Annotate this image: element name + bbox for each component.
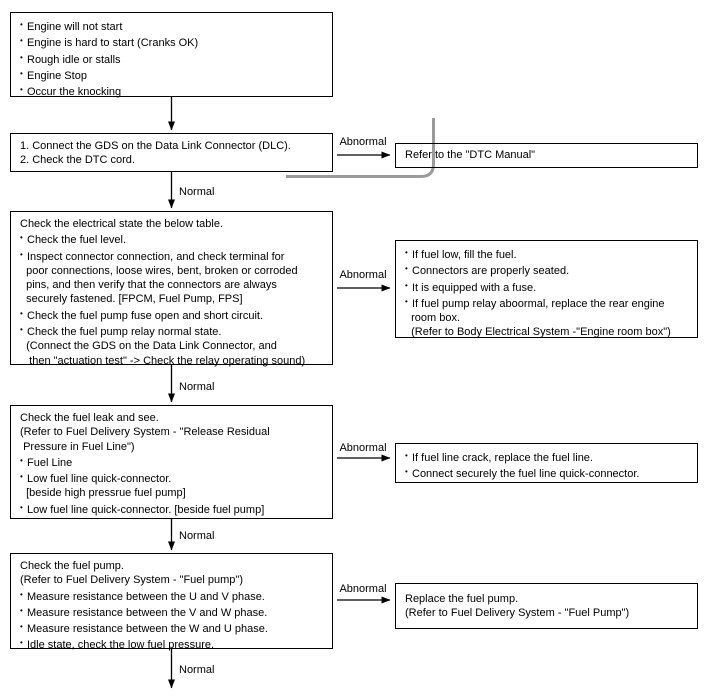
text-line: •If fuel low, fill the fuel.	[405, 248, 517, 261]
normal-label-2: Normal	[179, 381, 215, 393]
replace-fuel-pump-box: Replace the fuel pump. (Refer to Fuel Del…	[395, 583, 698, 629]
text-line: room box.	[405, 312, 461, 325]
abnormal-label-3: Abnormal	[339, 442, 387, 454]
text-line: Check the fuel pump.	[20, 560, 124, 572]
text-line: •Engine is hard to start (Cranks OK)	[20, 36, 199, 50]
bullet-glyph: •	[405, 264, 408, 274]
bullet-glyph: •	[20, 52, 23, 62]
bullet-glyph: •	[20, 36, 23, 46]
text-line: •Occur the knocking	[20, 85, 122, 99]
text-line: Check the electrical state the below tab…	[20, 218, 224, 230]
bullet-glyph: •	[20, 308, 23, 318]
text-line: then "actuation test" -> Check the relay…	[20, 354, 306, 367]
text-line: •Inspect connector connection, and check…	[20, 249, 285, 263]
bullet-glyph: •	[20, 638, 23, 648]
text-line: •Check the fuel pump relay normal state.	[20, 325, 222, 339]
text-line: 1. Connect the GDS on the Data Link Conn…	[20, 140, 291, 152]
text-line: (Refer to Fuel Delivery System - "Fuel p…	[20, 574, 243, 587]
check-fuel-pump-box: Check the fuel pump. (Refer to Fuel Deliv…	[10, 553, 333, 652]
bullet-glyph: •	[20, 622, 23, 632]
check-dtc-box: 1. Connect the GDS on the Data Link Conn…	[10, 133, 333, 172]
bullet-glyph: •	[20, 249, 23, 259]
text-line: securely fastened. [FPCM, Fuel Pump, FPS…	[20, 293, 243, 306]
bullet-glyph: •	[20, 20, 23, 29]
bullet-glyph: •	[20, 472, 23, 482]
text-line: •Connect securely the fuel line quick-co…	[405, 467, 640, 481]
bullet-glyph: •	[20, 455, 23, 465]
text-line: •Engine Stop	[20, 68, 87, 82]
text-line: •Idle state, check the low fuel pressure…	[20, 638, 215, 652]
text-line: (Refer to Fuel Delivery System - "Releas…	[20, 426, 270, 439]
text-line: (Refer to Fuel Delivery System - "Fuel P…	[405, 607, 630, 620]
refer-dtc-manual-box: Refer to the "DTC Manual"	[395, 143, 698, 168]
bullet-glyph: •	[405, 451, 408, 460]
text-line: •If fuel line crack, replace the fuel li…	[405, 451, 593, 464]
gray-corner-artifact	[286, 118, 435, 178]
bullet-glyph: •	[405, 280, 408, 290]
text-line: 2. Check the DTC cord.	[20, 154, 135, 167]
text-line: •If fuel pump relay aboormal, replace th…	[405, 296, 665, 310]
abnormal-label-1: Abnormal	[339, 136, 387, 148]
bullet-glyph: •	[20, 589, 23, 599]
text-line: Check the fuel leak and see.	[20, 412, 159, 424]
text-line: poor connections, loose wires, bent, bro…	[20, 264, 298, 277]
bullet-glyph: •	[20, 85, 23, 95]
abnormal-label-4: Abnormal	[339, 583, 387, 595]
text-line: •Low fuel line quick-connector. [beside …	[20, 502, 265, 516]
bullet-glyph: •	[20, 233, 23, 243]
bullet-glyph: •	[20, 502, 23, 512]
bullet-glyph: •	[20, 605, 23, 615]
text-line: •Measure resistance between the V and W …	[20, 605, 268, 619]
bullet-glyph: •	[405, 467, 408, 477]
normal-label-4: Normal	[179, 664, 215, 676]
text-line: •Low fuel line quick-connector.	[20, 472, 172, 486]
text-line: •Rough idle or stalls	[20, 52, 121, 66]
text-line: •Connectors are properly seated.	[405, 264, 570, 278]
text-line: •Engine will not start	[20, 20, 123, 33]
text-line: (Connect the GDS on the Data Link Connec…	[20, 340, 277, 353]
bullet-glyph: •	[20, 68, 23, 78]
normal-label-3: Normal	[179, 530, 215, 542]
text-line: Refer to the "DTC Manual"	[405, 149, 536, 161]
text-line: •Measure resistance between the U and V …	[20, 589, 265, 603]
text-line: Replace the fuel pump.	[405, 593, 519, 605]
text-line: •Check the fuel pump fuse open and short…	[20, 308, 264, 322]
symptoms-box: •Engine will not start •Engine is hard to…	[10, 12, 333, 99]
text-line: pins, and then verify that the connector…	[20, 279, 277, 292]
check-electrical-box: Check the electrical state the below tab…	[10, 211, 333, 367]
text-line: [beside high pressrue fuel pump]	[20, 487, 186, 500]
text-line: •Fuel Line	[20, 455, 73, 469]
bullet-glyph: •	[405, 296, 408, 306]
text-line: Pressure in Fuel Line")	[20, 440, 135, 453]
text-line: •It is equipped with a fuse.	[405, 280, 537, 294]
text-line: (Refer to Body Electrical System -"Engin…	[405, 326, 671, 339]
bullet-glyph: •	[20, 325, 23, 335]
bullet-glyph: •	[405, 248, 408, 257]
fix-fuel-line-box: •If fuel line crack, replace the fuel li…	[395, 443, 698, 483]
text-line: •Check the fuel level.	[20, 233, 127, 247]
fix-electrical-box: •If fuel low, fill the fuel. •Connectors …	[395, 240, 698, 338]
check-fuel-leak-box: Check the fuel leak and see. (Refer to Fu…	[10, 405, 333, 519]
text-line: •Measure resistance between the W and U …	[20, 622, 268, 636]
abnormal-label-2: Abnormal	[339, 269, 387, 281]
normal-label-1: Normal	[179, 186, 215, 198]
